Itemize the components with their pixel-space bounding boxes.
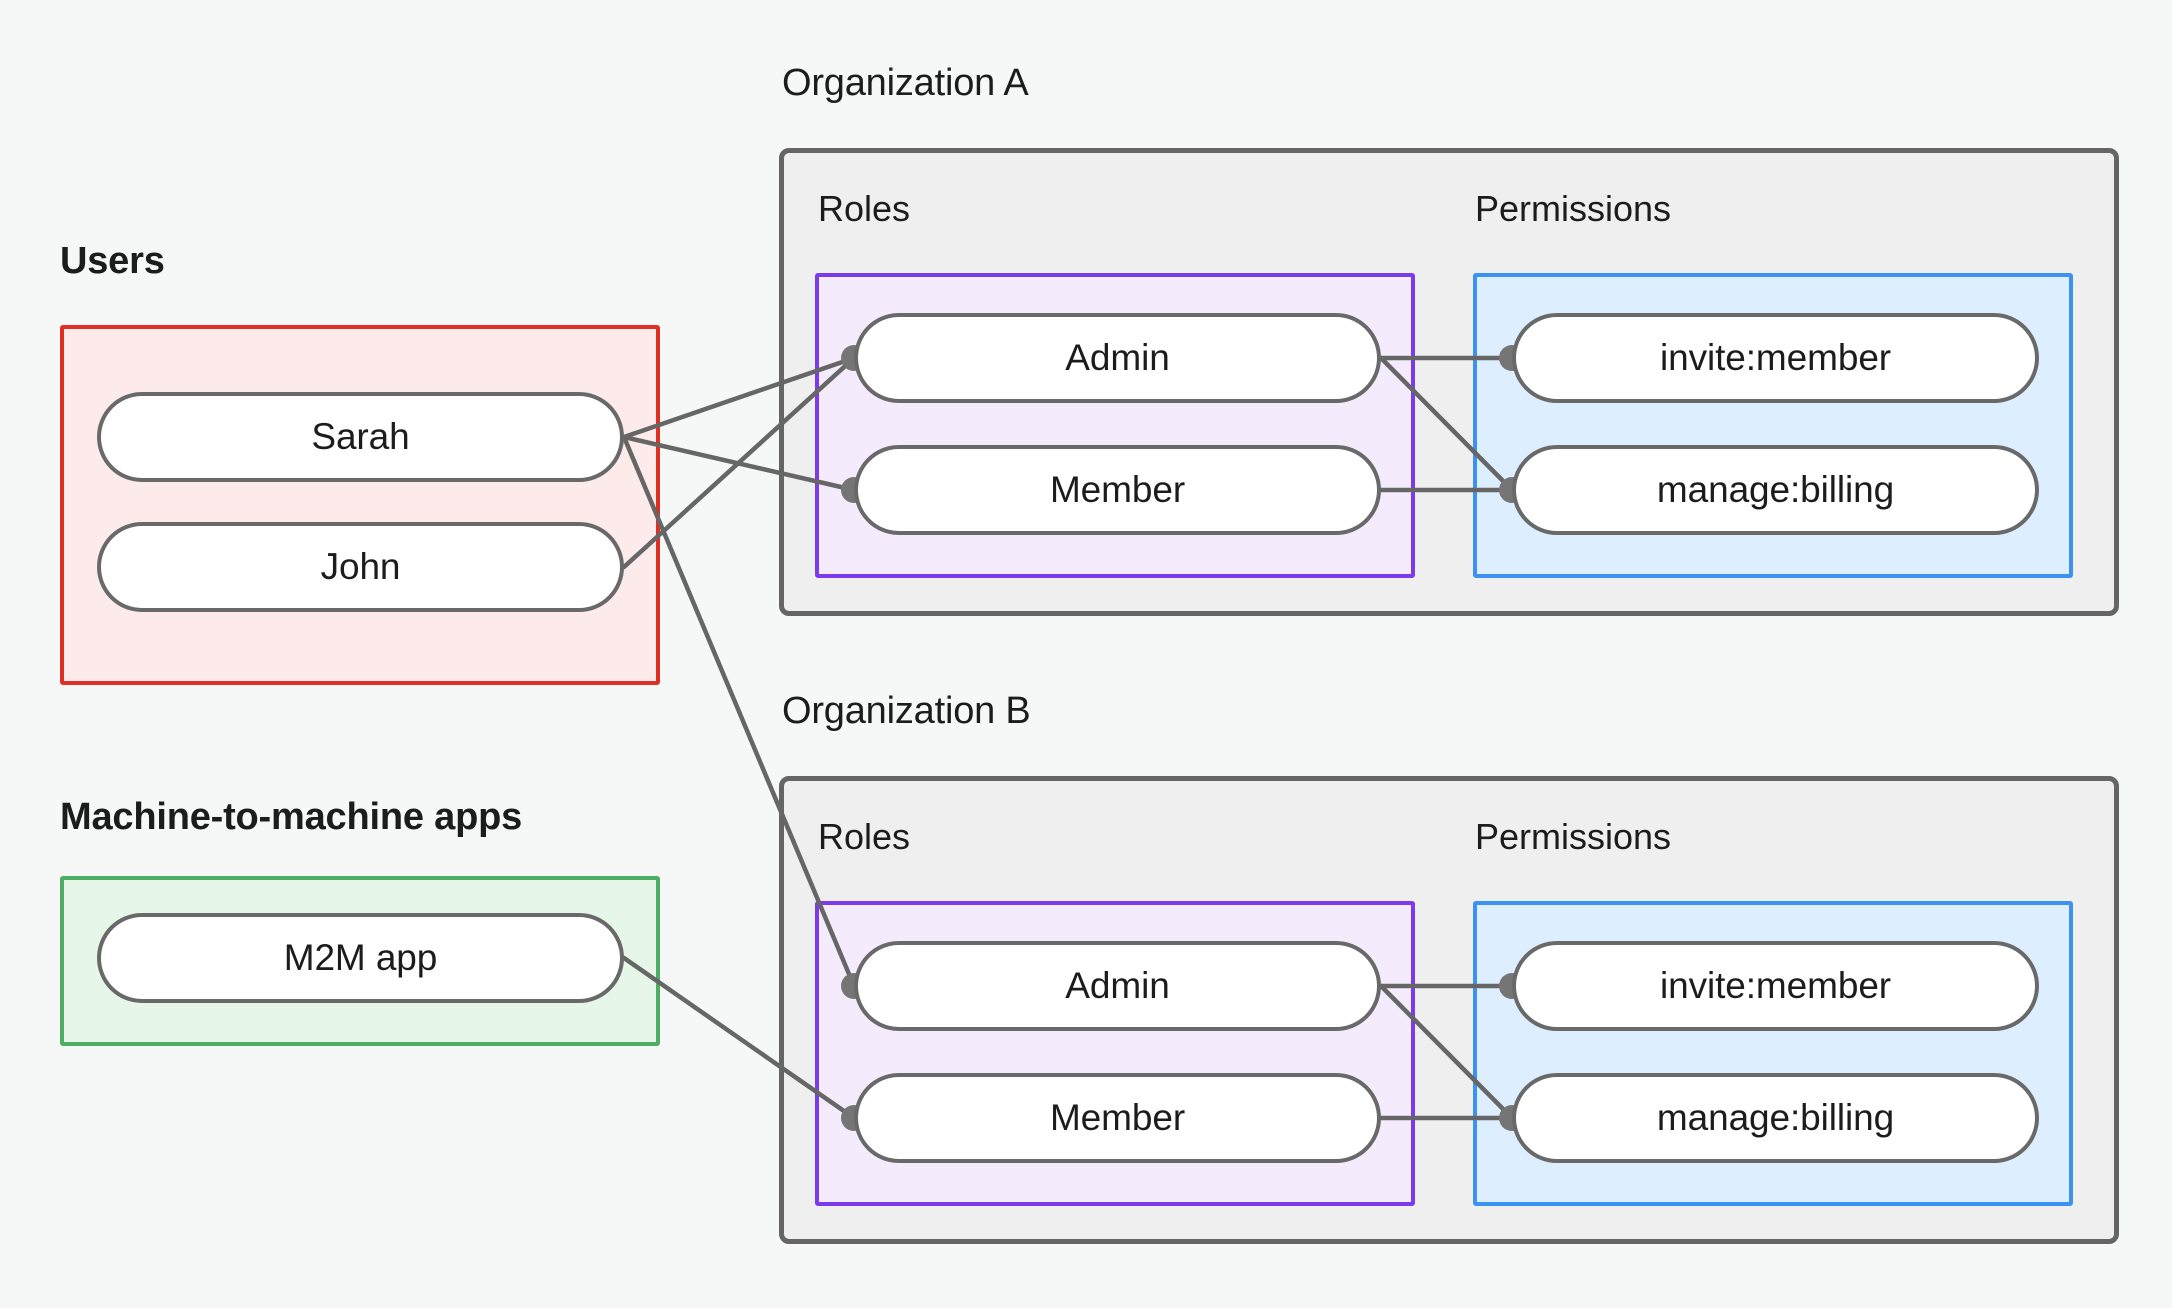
node-org-b-role-admin[interactable]: Admin bbox=[854, 941, 1381, 1031]
node-org-b-role-member[interactable]: Member bbox=[854, 1073, 1381, 1163]
organization-b-title: Organization B bbox=[782, 690, 1031, 732]
org-a-permissions-label: Permissions bbox=[1475, 188, 1672, 229]
node-user-john[interactable]: John bbox=[97, 522, 624, 612]
node-org-a-role-admin[interactable]: Admin bbox=[854, 313, 1381, 403]
node-org-a-permission-invite-member[interactable]: invite:member bbox=[1512, 313, 2039, 403]
org-b-roles-label: Roles bbox=[818, 816, 911, 857]
node-org-a-role-member[interactable]: Member bbox=[854, 445, 1381, 535]
org-a-roles-label: Roles bbox=[818, 188, 911, 229]
org-b-permissions-label: Permissions bbox=[1475, 816, 1672, 857]
node-m2m-app[interactable]: M2M app bbox=[97, 913, 624, 1003]
node-org-b-permission-invite-member[interactable]: invite:member bbox=[1512, 941, 2039, 1031]
m2m-group-title: Machine-to-machine apps bbox=[60, 796, 523, 838]
users-group-title: Users bbox=[60, 240, 165, 282]
node-org-b-permission-manage-billing[interactable]: manage:billing bbox=[1512, 1073, 2039, 1163]
node-user-sarah[interactable]: Sarah bbox=[97, 392, 624, 482]
node-org-a-permission-manage-billing[interactable]: manage:billing bbox=[1512, 445, 2039, 535]
users-group-box bbox=[60, 325, 660, 685]
organization-a-title: Organization A bbox=[782, 62, 1029, 104]
